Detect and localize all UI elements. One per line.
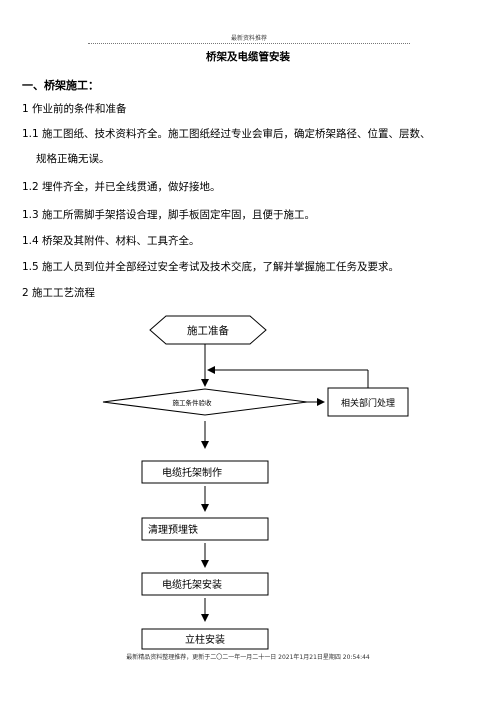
step-box (141, 517, 269, 541)
page-header: 最新资料推荐 (88, 35, 410, 44)
step-label: 电缆托架制作 (162, 466, 222, 479)
body-line: 1.3 施工所需脚手架搭设合理，脚手板固定牢固，且便于施工。 (22, 209, 316, 221)
body-line: 1.1 施工图纸、技术资料齐全。施工图纸经过专业会审后，确定桥架路径、位置、层数… (22, 128, 431, 140)
step-label: 清理预埋铁 (148, 523, 198, 536)
step-label: 电缆托架安装 (162, 578, 222, 591)
side-box-label: 相关部门处理 (341, 397, 395, 409)
step-box (141, 628, 269, 650)
start-node-label: 施工准备 (187, 324, 229, 337)
side-box (327, 387, 409, 417)
body-line: 1.4 桥架及其附件、材料、工具齐全。 (22, 235, 200, 247)
step-box (141, 572, 269, 596)
page-footer: 最新精品资料整理推荐，更新于二〇二一年一月二十一日 2021年1月21日星期四 … (126, 654, 370, 661)
document-title: 桥架及电缆管安装 (206, 51, 290, 63)
body-line: 1 作业前的条件和准备 (22, 103, 127, 115)
decision-node-label: 施工条件验收 (173, 398, 213, 407)
body-line: 规格正确无误。 (36, 153, 110, 165)
body-line: 1.5 施工人员到位并全部经过安全考试及技术交底，了解并掌握施工任务及要求。 (22, 261, 400, 273)
body-line: 1.2 埋件齐全，并已全线贯通，做好接地。 (22, 181, 221, 193)
section-heading: 一、桥架施工： (22, 79, 99, 92)
step-label: 立柱安装 (185, 633, 225, 646)
start-node (149, 315, 267, 345)
body-line: 2 施工工艺流程 (22, 287, 96, 299)
step-box (141, 460, 269, 484)
